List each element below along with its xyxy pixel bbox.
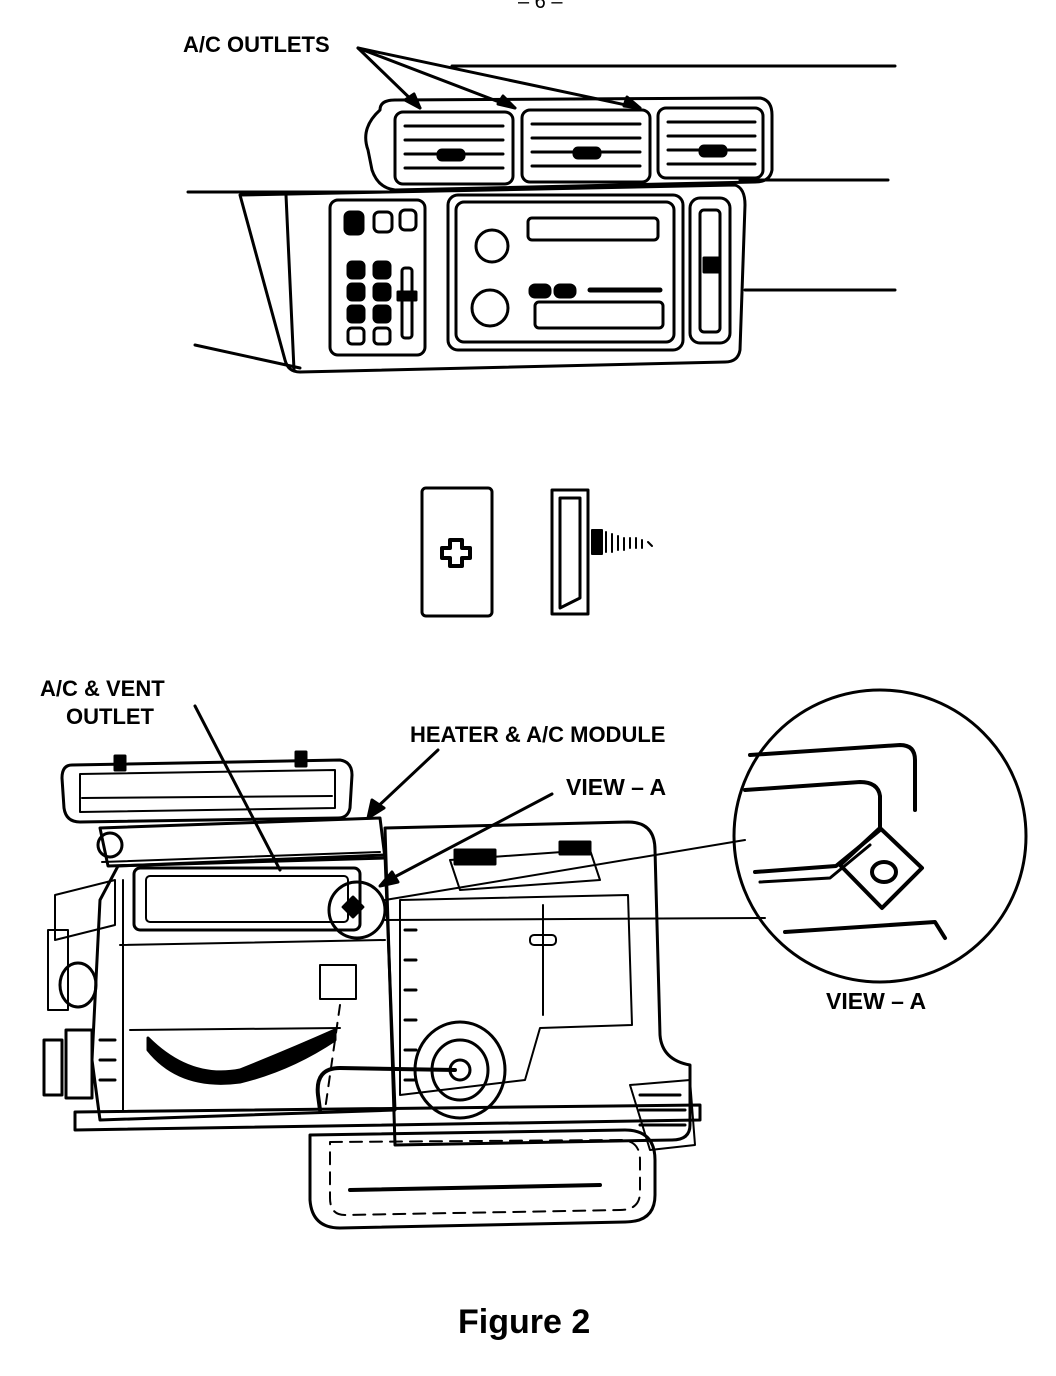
dashboard-drawing	[0, 0, 1056, 420]
vent-outlet-window	[134, 868, 360, 930]
ac-outlet-center	[522, 110, 650, 182]
ac-vent-outlet-label-line1: A/C & VENT	[40, 676, 165, 701]
view-a-callout-label: VIEW – A	[566, 774, 667, 800]
dash-bottom-left-line	[195, 345, 300, 368]
ac-outlet-right	[658, 108, 763, 178]
blower-motor	[318, 1022, 505, 1118]
figure-caption: Figure 2	[458, 1303, 591, 1341]
heater-module-leader	[372, 750, 438, 812]
ac-vent-leader	[195, 706, 280, 870]
outlet-housing	[366, 98, 772, 190]
view-a-circle	[329, 882, 385, 938]
view-a-detail-label: VIEW – A	[826, 988, 927, 1014]
ac-outlets-label: A/C OUTLETS	[183, 32, 330, 57]
page-number: – 6 –	[518, 0, 563, 13]
clip-side-view	[552, 490, 588, 614]
fastener-drawing	[0, 0, 1056, 660]
screw	[592, 530, 652, 554]
ac-outlets-leaders	[358, 48, 640, 108]
ac-vent-outlet-label-line2: OUTLET	[66, 704, 154, 729]
module-right-housing	[385, 822, 690, 1145]
control-head	[448, 195, 683, 350]
view-a-detail	[734, 690, 1026, 982]
clip-front-view	[422, 488, 492, 616]
view-a-leader	[385, 794, 552, 882]
dash-panel	[240, 185, 745, 372]
ac-outlet-left	[395, 112, 513, 184]
keypad-panel	[330, 200, 425, 355]
slider-control	[690, 198, 730, 343]
heater-ac-module-label: HEATER & A/C MODULE	[410, 722, 666, 747]
